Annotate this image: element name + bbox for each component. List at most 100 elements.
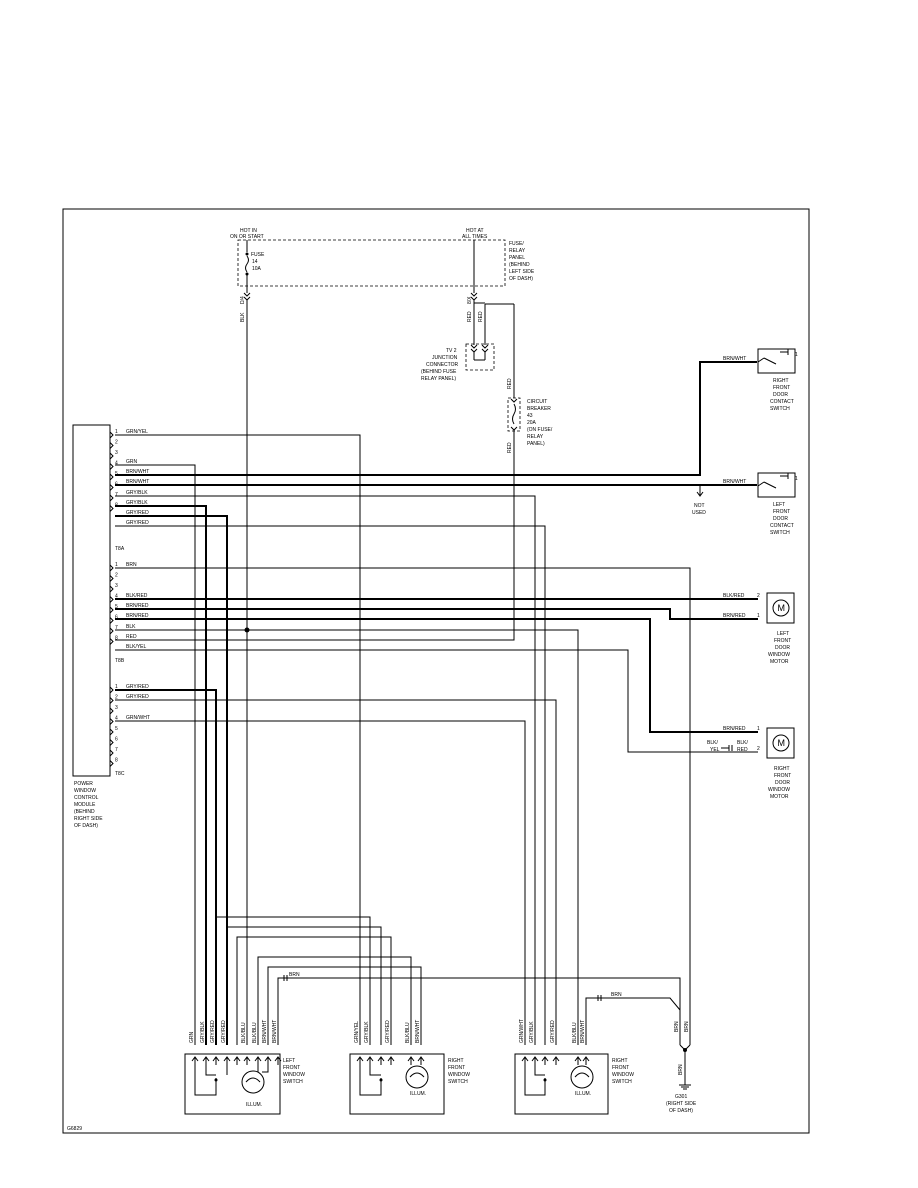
rf-motor-pin-1: 1	[757, 726, 760, 732]
rf-switch-1-illum: ILLUM.	[410, 1091, 426, 1097]
battery-pin-label: 8/X	[467, 296, 473, 304]
switch-pin-arrow	[274, 1056, 282, 1065]
module-pin-mark	[109, 606, 114, 614]
connector-t8a-name: T8A	[115, 546, 125, 552]
module-pin-t8a-2: 2	[115, 440, 118, 446]
rf-switch-1-wire-1: GRN/YEL	[354, 1021, 360, 1043]
rf-contact-label-2: FRONT	[773, 385, 790, 391]
lf-switch-wire-8: BRN/WHT	[272, 1020, 278, 1043]
module-pin-mark	[109, 564, 114, 572]
rf-switch-2-label-4: SWITCH	[612, 1079, 632, 1085]
fuse-panel-outline	[237, 239, 506, 287]
diagram-frame	[62, 208, 810, 1134]
rf-motor-label-5: MOTOR	[770, 794, 789, 800]
wire-t8a-4: GRN	[126, 459, 138, 465]
module-pin-mark	[109, 617, 114, 624]
rf-motor-label-1: RIGHT	[774, 766, 790, 772]
module-pin-mark	[109, 575, 114, 582]
rf-window-motor: BRN/RED 1 BLK/ YEL BLK/ RED 2 M RIGHT FR…	[707, 726, 795, 800]
switch-pin-arrow	[521, 1056, 529, 1065]
lf-contact-wire: BRN/WHT	[723, 479, 746, 485]
module-pin-t8c-5: 5	[115, 726, 118, 732]
lf-switch-label-4: SWITCH	[283, 1079, 303, 1085]
module-pin-t8a-3: 3	[115, 450, 118, 456]
switch-pin-arrow	[264, 1056, 272, 1065]
lf-contact-label-3: DOOR	[773, 516, 788, 522]
lf-motor-symbol: M	[778, 603, 786, 613]
switch-pin-arrow	[387, 1056, 395, 1065]
rf-switch-2-label-1: RIGHT	[612, 1058, 628, 1064]
wire-t8a-5b: BRN/WHT	[126, 479, 149, 485]
module-label-7: OF DASH)	[74, 823, 98, 829]
rf-contact-label-5: SWITCH	[770, 406, 790, 412]
breaker-label-6: RELAY	[527, 434, 544, 440]
rf-switch-1-label-1: RIGHT	[448, 1058, 464, 1064]
lf-switch-brn-label: BRN	[289, 972, 300, 978]
switch-pin-arrow	[223, 1056, 231, 1065]
module-pin-mark	[109, 596, 114, 603]
module-pin-mark	[109, 442, 114, 449]
fuse-symbol	[245, 255, 249, 273]
rf-motor-symbol: M	[778, 738, 786, 748]
lf-switch-wire-1: GRN	[189, 1032, 195, 1044]
module-pin-t8a-7: 7	[115, 492, 118, 498]
junction-label-4: (BEHIND FUSE	[421, 369, 457, 375]
hot-always-label-2: ALL TIMES	[462, 234, 488, 240]
wire-t8a-6: GRY/BLK	[126, 490, 148, 496]
lf-motor-pin-2: 1	[757, 613, 760, 619]
switch-pin-arrow	[356, 1056, 364, 1065]
junction-label-2: JUNCTION	[432, 355, 458, 361]
switch-pin-arrow	[407, 1056, 415, 1065]
module-pin-mark	[109, 585, 114, 593]
wire-t8a-6b: GRY/BLK	[126, 500, 148, 506]
fuse-panel-label-6: OF DASH)	[509, 276, 533, 282]
fuse-panel-label-1: FUSE/	[509, 241, 524, 247]
lf-switch-wire-4: GRY/RED	[221, 1020, 227, 1043]
ground-label-1: G301	[675, 1094, 687, 1100]
hot-always-label-1: HOT AT	[466, 228, 484, 234]
rf-switch-1-label-2: FRONT	[448, 1065, 465, 1071]
fuse-panel-label-3: PANEL	[509, 255, 525, 261]
rf-motor-label-4: WINDOW	[768, 787, 790, 793]
ground-wire-1: BRN	[674, 1021, 680, 1032]
module-pin-t8c-8: 8	[115, 758, 118, 764]
wire-t8a-5: BRN/WHT	[126, 469, 149, 475]
switch-pin-arrow	[212, 1056, 220, 1065]
lf-window-switch: GRN GRY/BLK GRY/RED GRY/RED BLK/BLU BLK/…	[184, 1020, 305, 1115]
rf-switch-1-body	[349, 1053, 445, 1115]
breaker-label-1: CIRCUIT	[527, 399, 547, 405]
wire-t8b-4: BLK/RED	[126, 593, 148, 599]
switch-pin-arrow	[377, 1056, 385, 1065]
breaker-label-5: (ON FUSE/	[527, 427, 553, 433]
module-label-3: CONTROL	[74, 795, 99, 801]
wire-t8b-8: BLK/YEL	[126, 644, 147, 650]
fuse-label-3: 10A	[252, 266, 262, 272]
breaker-label-4: 20A	[527, 420, 537, 426]
fuse-panel-label-4: (BEHIND	[509, 262, 530, 268]
lf-contact-label-4: CONTACT	[770, 523, 794, 529]
connector-t8c-name: T8C	[115, 771, 125, 777]
module-pin-mark	[109, 760, 114, 767]
rf-switch-2-wire-3: GRY/RED	[550, 1020, 556, 1043]
junction-label-1: TV 2	[446, 348, 457, 354]
hot-run-label-1: HOT IN	[240, 228, 257, 234]
rf-motor-label-3: DOOR	[775, 780, 790, 786]
lf-switch-body	[184, 1053, 281, 1115]
circuit-breaker: RED RED CIRCUIT BREAKER 43 20A (ON FUSE/…	[507, 304, 553, 638]
fuse-relay-panel: HOT IN ON OR START HOT AT ALL TIMES FUSE…	[230, 228, 535, 1045]
module-body	[72, 424, 111, 777]
junction-wire-2: RED	[478, 311, 484, 322]
rf-switch-2-label-3: WINDOW	[612, 1072, 634, 1078]
wire-t8a-7b: GRY/RED	[126, 520, 149, 526]
module-label-2: WINDOW	[74, 788, 96, 794]
rf-motor-pin-2: 2	[757, 746, 760, 752]
breaker-label-2: BREAKER	[527, 406, 551, 412]
lf-switch-label-1: LEFT	[283, 1058, 295, 1064]
module-pin-t8b-8: 8	[115, 636, 118, 642]
module-pin-t8c-4: 4	[115, 716, 118, 722]
not-used-1: NOT	[694, 503, 705, 509]
connector-t8b-name: T8B	[115, 658, 125, 664]
module-label-5: (BEHIND	[74, 809, 95, 815]
module-pin-t8c-2: 2	[115, 695, 118, 701]
